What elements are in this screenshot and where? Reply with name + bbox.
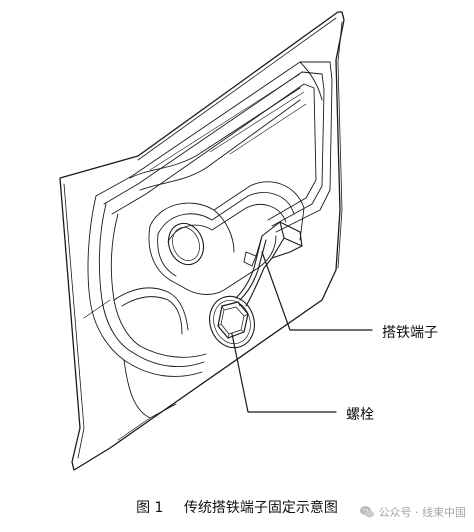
upper-emboss <box>95 61 333 233</box>
lower-rib <box>83 195 207 441</box>
round-hole <box>167 222 205 266</box>
label-bolt: 螺栓 <box>346 407 374 423</box>
watermark-text: 公众号 · 线束中国 <box>378 506 467 519</box>
figure-caption: 图 1 传统搭铁端子固定示意图 <box>0 497 474 517</box>
figure-title: 传统搭铁端子固定示意图 <box>183 500 338 516</box>
ground-terminal <box>235 221 303 307</box>
central-boss <box>148 181 305 295</box>
wechat-icon <box>359 506 374 518</box>
panel-outline <box>59 11 345 471</box>
leader-bolt <box>231 333 337 413</box>
bolt <box>209 295 255 349</box>
leader-terminal <box>261 251 373 331</box>
label-ground-terminal: 搭铁端子 <box>382 325 438 341</box>
leader-lines <box>231 251 373 413</box>
watermark: 公众号 · 线束中国 <box>359 504 467 520</box>
figure-number: 图 1 <box>136 500 164 516</box>
